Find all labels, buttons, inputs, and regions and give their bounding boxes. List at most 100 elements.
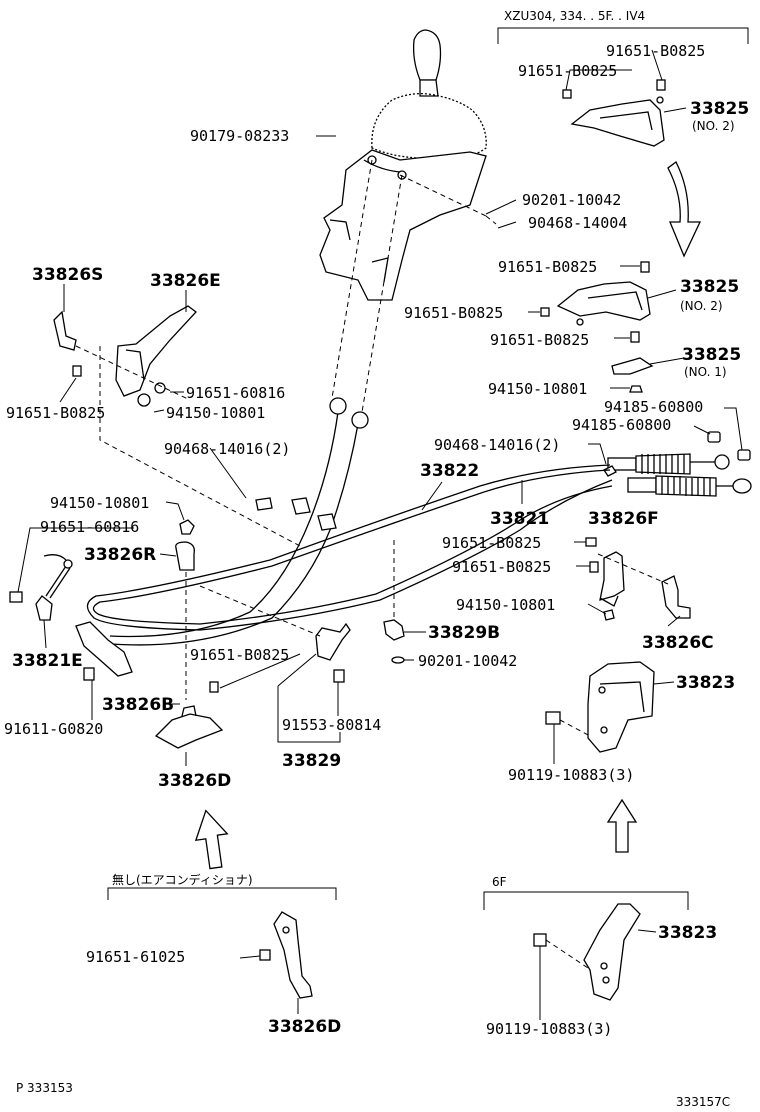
label-washer-90201-top: 90201-10042: [522, 191, 621, 209]
label-bolt-b0825-r2: 91651-B0825: [452, 558, 551, 576]
bracket-33823-a: [587, 661, 655, 753]
label-bolt-b1: 91651-B0825: [498, 258, 597, 276]
label-bolt-g0820: 91611-G0820: [4, 720, 103, 738]
label-bracket-no2-top: 33825: [690, 99, 749, 119]
bolt-b0825-left-icon: [72, 365, 82, 377]
label-clip-90468-top: 90468-14004: [528, 214, 627, 232]
label-bracket-33826F: 33826F: [588, 509, 659, 529]
bolt-b0825-r2-icon: [589, 561, 599, 573]
label-nut-94150-right: 94150-10801: [488, 380, 587, 398]
screw-80814-icon: [333, 669, 345, 683]
label-nut-90179: 90179-08233: [190, 127, 289, 145]
bracket-33823-b: [583, 903, 641, 1001]
label-nut-94185-a: 94185-60800: [604, 398, 703, 416]
label-nut-94150-left: 94150-10801: [50, 494, 149, 512]
label-clip-90468-right: 90468-14016(2): [434, 436, 560, 454]
shift-lever-icon: [319, 29, 487, 301]
label-cable-33822: 33822: [420, 461, 479, 481]
label-bolt-b0825-left: 91651-B0825: [6, 404, 105, 422]
label-bracket-no2-top-sub: (NO. 2): [692, 119, 735, 133]
clip-90468-right-icon: [603, 465, 617, 477]
label-nut-94150-mid: 94150-10801: [456, 596, 555, 614]
bolt-b0825-r1-icon: [585, 537, 597, 547]
bracket-33826C: [661, 575, 691, 619]
label-part-33821E: 33821E: [12, 651, 83, 671]
label-bracket-33826E: 33826E: [150, 271, 221, 291]
part-33821E-icon: [35, 554, 73, 621]
bracket-33826F: [599, 551, 625, 607]
cable-33821-path: [109, 411, 359, 646]
nut-94150-left-icon: [179, 519, 195, 535]
bolt-60816-left-icon: [9, 591, 23, 603]
label-bracket-33823-a: 33823: [676, 673, 735, 693]
label-bracket-no1-sub: (NO. 1): [684, 365, 727, 379]
label-bracket-no2-mid-sub: (NO. 2): [680, 299, 723, 313]
page-ref: P 333153: [16, 1081, 73, 1095]
cable-end-lower: [627, 475, 752, 497]
washer-90201-mid-icon: [391, 656, 405, 664]
label-bolt-10883-a: 90119-10883(3): [508, 766, 634, 784]
label-bracket-33826B: 33826B: [102, 695, 174, 715]
bracket-33826D-alt: [273, 911, 313, 999]
cable-end-upper: [607, 453, 730, 475]
bolt-b0825-center-icon: [209, 681, 219, 693]
label-clamp-33829B: 33829B: [428, 623, 500, 643]
nut-94185-b-icon: [737, 449, 751, 461]
figure-ref: 333157C: [676, 1095, 730, 1109]
clamp-33829B: [383, 619, 405, 641]
bolt-10883-a-icon: [545, 711, 561, 725]
bolt-a1-icon: [562, 89, 572, 99]
bolt-a2-icon: [656, 79, 666, 91]
bolt-b2-icon: [540, 307, 550, 317]
label-nut-94185-b: 94185-60800: [572, 416, 671, 434]
bracket-33826B: [75, 621, 133, 677]
variant-no-ac: 無し(エアコンディショナ): [112, 872, 253, 887]
label-bolt-a2: 91651-B0825: [518, 62, 617, 80]
leader-lines: [17, 49, 743, 1020]
label-nut-94150-top: 94150-10801: [166, 404, 265, 422]
label-cable-33821: 33821: [490, 509, 549, 529]
label-bolt-b2: 91651-B0825: [404, 304, 503, 322]
label-bolt-b0825-center: 91651-B0825: [190, 646, 289, 664]
label-bolt-a1: 91651-B0825: [606, 42, 705, 60]
clip-90468-left-icon: [255, 497, 273, 511]
bolt-10883-b-icon: [533, 933, 547, 947]
label-bracket-33826D-alt: 33826D: [268, 1017, 341, 1037]
flow-arrow-right-icon: [606, 798, 638, 853]
label-bracket-33826C: 33826C: [642, 633, 714, 653]
label-bolt-61025: 91651-61025: [86, 948, 185, 966]
nut-94150-top-icon: [137, 393, 151, 407]
variant-6f: 6F: [492, 875, 507, 889]
label-bolt-60816-left: 91651-60816: [40, 518, 139, 536]
bolt-g0820-icon: [83, 667, 95, 681]
label-bracket-33826D: 33826D: [158, 771, 231, 791]
label-bolt-60816-top: 91651-60816: [186, 384, 285, 402]
bracket-33826S: [53, 310, 77, 351]
label-clamp-33826R: 33826R: [84, 545, 156, 565]
label-bolt-b0825-r1: 91651-B0825: [442, 534, 541, 552]
nut-94150-mid-icon: [603, 609, 615, 621]
label-bolt-b3: 91651-B0825: [490, 331, 589, 349]
nut-94185-a-icon: [707, 431, 721, 443]
label-clamp-33829: 33829: [282, 751, 341, 771]
clamp-33829: [315, 622, 351, 661]
bolt-61025-icon: [259, 949, 271, 961]
cable-tips: [291, 397, 369, 531]
bolt-b3-icon: [630, 331, 640, 343]
bracket-33826E: [115, 305, 197, 397]
bracket-33825-no2-mid: [556, 281, 651, 326]
label-clip-90468-left: 90468-14016(2): [164, 440, 290, 458]
flow-arrow-icon: [667, 161, 702, 258]
label-washer-90201-mid: 90201-10042: [418, 652, 517, 670]
nut-94150-right-icon: [629, 385, 643, 393]
label-bolt-10883-b: 90119-10883(3): [486, 1020, 612, 1038]
bracket-33825-no2-top: [570, 96, 665, 147]
flow-arrow-left-icon: [194, 809, 229, 870]
label-screw-80814: 91553-80814: [282, 716, 381, 734]
variant-note: XZU304, 334. . 5F. . IV4: [504, 9, 645, 23]
bracket-33826D: [154, 705, 224, 749]
label-bracket-no2-mid: 33825: [680, 277, 739, 297]
label-bracket-no1: 33825: [682, 345, 741, 365]
bolt-60816-top-icon: [154, 382, 166, 394]
